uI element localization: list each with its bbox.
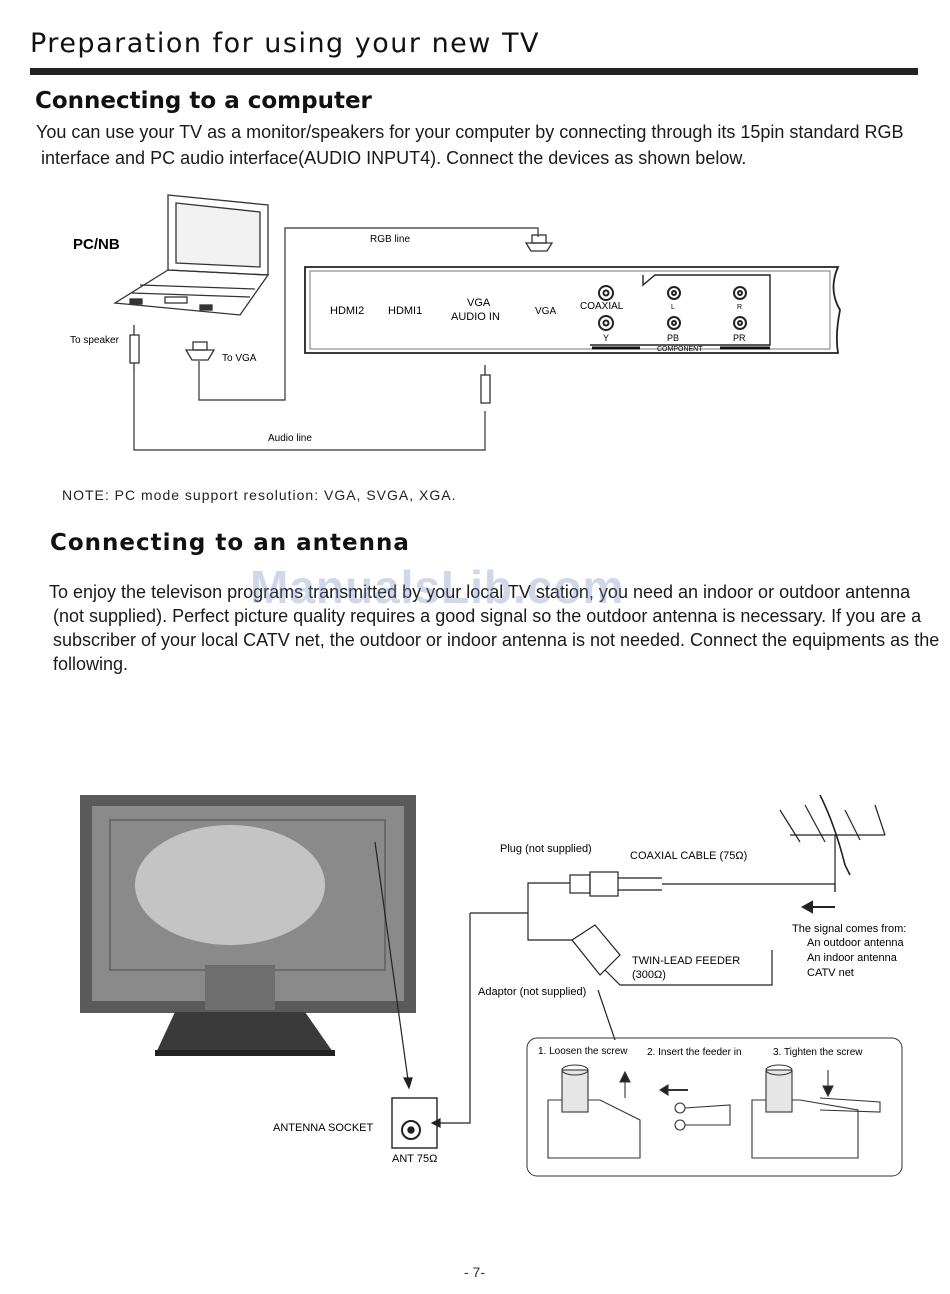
computer-section-heading: Connecting to a computer <box>35 88 372 114</box>
y-label: Y <box>603 333 609 343</box>
signal-source-3: CATV net <box>807 967 854 979</box>
audio-plug-tv-icon <box>480 365 491 404</box>
vga-plug-icon <box>184 341 216 361</box>
vga-audio-label-2: AUDIO IN <box>451 311 500 323</box>
outdoor-antenna-icon <box>779 794 886 892</box>
page-number: - 7- <box>464 1264 485 1280</box>
antenna-text-line-3: subscriber of your local CATV net, the o… <box>53 630 940 650</box>
antenna-text-line-4: following. <box>53 654 129 674</box>
title-rule <box>30 68 918 75</box>
signal-source-label: The signal comes from: <box>792 923 906 935</box>
audio-plug-icon <box>129 325 140 373</box>
step-2-illustration <box>658 1084 731 1131</box>
page-title: Preparation for using your new TV <box>30 28 540 59</box>
to-vga-label: To VGA <box>222 353 257 364</box>
to-speaker-label: To speaker <box>70 335 120 346</box>
component-y-jack-icon <box>598 315 614 331</box>
plug-label: Plug (not supplied) <box>500 843 592 855</box>
cable-lines <box>133 227 539 451</box>
steps-box <box>526 1037 903 1177</box>
tv-rear-panel <box>304 266 841 354</box>
adaptor-icon <box>470 882 773 1041</box>
signal-arrow-icon <box>800 900 835 914</box>
step-2-label: 2. Insert the feeder in <box>647 1047 742 1058</box>
signal-source-2: An indoor antenna <box>807 952 898 964</box>
twin-lead-label-1: TWIN-LEAD FEEDER <box>632 955 740 967</box>
coaxial-cable-label: COAXIAL CABLE (75Ω) <box>630 850 747 862</box>
antenna-feed-lines <box>374 841 471 1128</box>
component-label: COMPONENT <box>657 346 703 353</box>
audio-l-jack-icon <box>667 286 681 300</box>
antenna-text-line-2: (not supplied). Perfect picture quality … <box>53 606 922 626</box>
computer-text-line-1: You can use your TV as a monitor/speaker… <box>36 122 904 142</box>
component-pr-jack-icon <box>733 316 747 330</box>
coaxial-jack-icon <box>598 285 614 301</box>
pc-nb-label: PC/NB <box>73 236 120 253</box>
antenna-socket-label: ANTENNA SOCKET <box>273 1122 374 1134</box>
hdmi2-label: HDMI2 <box>330 305 364 317</box>
adaptor-label: Adaptor (not supplied) <box>478 986 586 998</box>
antenna-section-heading: Connecting to an antenna <box>50 530 410 556</box>
antenna-connection-diagram: Plug (not supplied) COAXIAL CABLE (75Ω) … <box>80 794 906 1177</box>
ant-75-label: ANT 75Ω <box>392 1153 437 1165</box>
computer-text-line-2: interface and PC audio interface(AUDIO I… <box>41 148 747 168</box>
vga-audio-label-1: VGA <box>467 297 491 309</box>
rgb-line-label: RGB line <box>370 234 410 245</box>
antenna-socket-icon <box>391 1097 438 1149</box>
pc-mode-note: NOTE: PC mode support resolution: VGA, S… <box>62 487 457 503</box>
hdmi1-label: HDMI1 <box>388 305 422 317</box>
laptop-icon <box>113 194 270 316</box>
audio-line-label: Audio line <box>268 433 312 444</box>
watermark: ManualsLib.com <box>250 561 625 613</box>
signal-source-1: An outdoor antenna <box>807 937 905 949</box>
coaxial-label: COAXIAL <box>580 301 624 312</box>
pr-label: PR <box>733 333 746 343</box>
component-pb-jack-icon <box>667 316 681 330</box>
vga-label: VGA <box>535 306 556 317</box>
step-1-label: 1. Loosen the screw <box>538 1046 628 1057</box>
l-label: L <box>671 304 675 311</box>
pb-label: PB <box>667 333 679 343</box>
r-label: R <box>737 304 742 311</box>
coaxial-plug-icon <box>569 871 836 897</box>
antenna-text-line-1: To enjoy the televison programs transmit… <box>49 582 911 602</box>
step-1-illustration <box>547 1064 641 1159</box>
rgb-connector-icon <box>524 234 554 252</box>
step-3-label: 3. Tighten the screw <box>773 1047 863 1058</box>
tv-rear-image <box>80 795 416 1056</box>
step-3-illustration <box>751 1064 881 1159</box>
computer-connection-diagram: PC/NB To speaker To VGA RGB line Audio l… <box>70 194 841 451</box>
audio-r-jack-icon <box>733 286 747 300</box>
twin-lead-label-2: (300Ω) <box>632 969 666 981</box>
